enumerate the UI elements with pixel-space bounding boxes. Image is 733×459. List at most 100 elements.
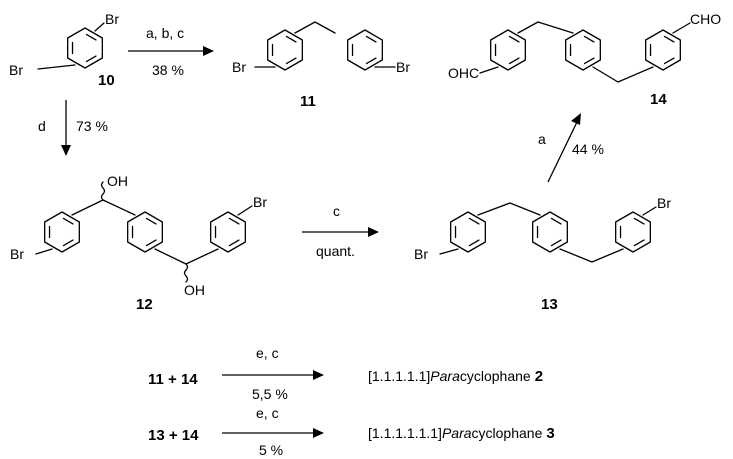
- synthesis-2-reactants: 13 + 14: [148, 427, 199, 444]
- synthesis-2-product-number: 3: [546, 425, 554, 442]
- compound-12-structure: OH Br OH Br 12: [10, 173, 267, 313]
- synthesis-2-yield: 5 %: [259, 442, 283, 458]
- ring-double-bond: [633, 217, 645, 225]
- synthesis-2-product-suffix: cyclophane: [472, 425, 543, 441]
- ring-double-bond: [228, 239, 240, 247]
- compound-14-number: 14: [650, 91, 667, 108]
- compound-14-cho-right: CHO: [690, 11, 721, 27]
- compound-10-br-left: Br: [9, 62, 23, 78]
- compound-13-br-left: Br: [414, 246, 428, 262]
- ring-outline: [645, 29, 681, 71]
- compound-12-ring-right: [210, 211, 246, 253]
- compound-14-ch2-bottom: [592, 66, 654, 83]
- synthesis-2-product-prefix: [1.1.1.1.1.1]: [368, 425, 442, 441]
- synthesis-1-yield: 5,5 %: [252, 386, 288, 402]
- compound-11-ch2: [294, 21, 336, 34]
- compound-13-bond-br-right: [642, 206, 657, 216]
- ring-outline: [565, 29, 601, 71]
- synthesis-1-reagents: e, c: [256, 345, 279, 361]
- synthesis-1-product-prefix: [1.1.1.1.1]: [368, 368, 430, 384]
- compound-11-br-right: Br: [396, 59, 410, 75]
- synthesis-1-reactants: 11 + 14: [148, 371, 198, 388]
- ring-double-bond: [663, 57, 675, 65]
- ring-outline: [210, 211, 246, 253]
- ring-outline: [44, 211, 80, 253]
- compound-14-bond-cho-right: [672, 22, 691, 34]
- compound-14-cho-left: OHC: [448, 65, 479, 81]
- synthesis-1-product-number: 2: [535, 368, 543, 385]
- ring-double-bond: [365, 35, 377, 43]
- compound-12-choh-right: [154, 248, 219, 265]
- compound-14-ring-left: [490, 29, 526, 71]
- ring-double-bond: [145, 217, 157, 225]
- compound-10-bond-br-top: [94, 22, 105, 32]
- ring-double-bond: [62, 217, 74, 225]
- ring-double-bond: [663, 35, 675, 43]
- ring-double-bond: [508, 35, 520, 43]
- ring-outline: [532, 211, 568, 253]
- ring-outline: [450, 211, 486, 253]
- compound-10-bond-br-left: [37, 64, 76, 70]
- compound-12-oh-top: OH: [107, 173, 128, 189]
- compound-13-ring-left: [450, 211, 486, 253]
- compound-14-ch2-top: [517, 21, 574, 34]
- ring-double-bond: [468, 217, 480, 225]
- compound-12-bond-br-right: [237, 205, 253, 216]
- compound-12-br-left: Br: [10, 246, 24, 262]
- ring-outline: [267, 29, 303, 71]
- ring-double-bond: [550, 239, 562, 247]
- ring-double-bond: [633, 239, 645, 247]
- ring-outline: [490, 29, 526, 71]
- ring-double-bond: [508, 57, 520, 65]
- ring-double-bond: [365, 57, 377, 65]
- arrow-13-to-14: a 44 %: [538, 113, 604, 183]
- step-to12-yield: 73 %: [76, 118, 108, 134]
- compound-14-ring-mid: [565, 29, 601, 71]
- ring-double-bond: [285, 57, 297, 65]
- compound-12-br-right: Br: [253, 194, 267, 210]
- step-to11-reagents: a, b, c: [146, 25, 184, 41]
- compound-10-ring: [67, 27, 103, 69]
- step-to13-reagents: c: [333, 203, 340, 219]
- compound-11-ring-right: [347, 29, 383, 71]
- compound-11-structure: Br Br 11: [232, 21, 410, 110]
- step-to13-yield: quant.: [316, 243, 355, 259]
- ring-double-bond: [62, 239, 74, 247]
- compound-12-ring-left: [44, 211, 80, 253]
- compound-13-ring-right: [615, 211, 651, 253]
- step-to12-reagents: d: [38, 118, 46, 134]
- ring-outline: [615, 211, 651, 253]
- ring-double-bond: [583, 35, 595, 43]
- synthesis-2-product-italic: Para: [442, 425, 472, 441]
- ring-outline: [347, 29, 383, 71]
- compound-13-br-right: Br: [657, 195, 671, 211]
- synthesis-2-reagents: e, c: [256, 405, 279, 421]
- compound-14-ring-right: [645, 29, 681, 71]
- compound-12-oh-bottom: OH: [184, 282, 205, 298]
- compound-13-ring-mid: [532, 211, 568, 253]
- synthesis-row-2: 13 + 14 e, c 5 % [1.1.1.1.1.1]Paracyclop…: [148, 405, 555, 458]
- compound-14-bond-cho-left: [479, 66, 499, 74]
- compound-11-br-left: Br: [232, 59, 246, 75]
- compound-13-number: 13: [541, 296, 558, 313]
- ring-double-bond: [145, 239, 157, 247]
- ring-double-bond: [228, 217, 240, 225]
- compound-12-number: 12: [136, 296, 153, 313]
- step-to14-reagents: a: [538, 131, 546, 147]
- compound-10-number: 10: [98, 72, 115, 89]
- ring-outline: [127, 211, 163, 253]
- compound-13-ch2-top: [477, 202, 541, 216]
- ring-double-bond: [85, 55, 97, 63]
- synthesis-1-product-suffix: cyclophane: [460, 368, 531, 384]
- compound-11-ring-left: [267, 29, 303, 71]
- ring-double-bond: [550, 217, 562, 225]
- compound-12-wavy-bond-top: [100, 181, 106, 201]
- ring-outline: [67, 27, 103, 69]
- ring-double-bond: [583, 57, 595, 65]
- compound-10-structure: Br Br 10: [9, 11, 119, 89]
- arrow-12-to-13: c quant.: [302, 203, 379, 259]
